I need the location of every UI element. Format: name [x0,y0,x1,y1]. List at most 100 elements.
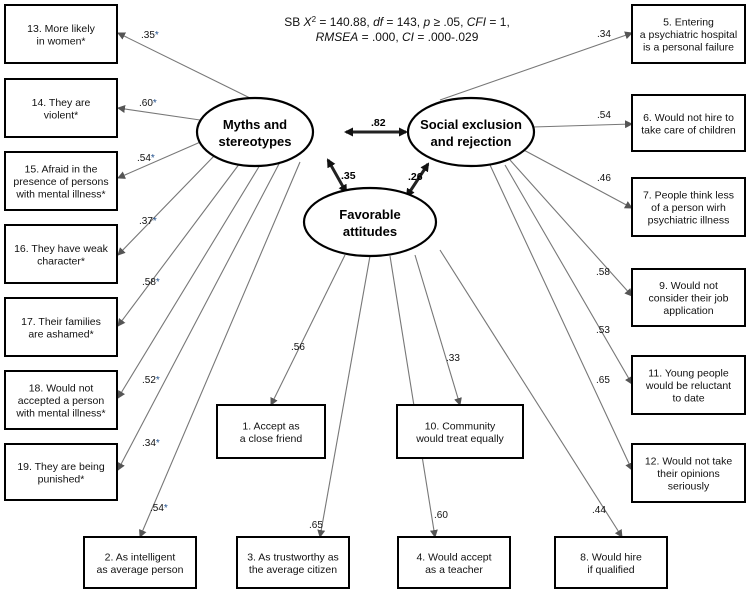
indicator-text-line: 5. Entering [663,17,714,29]
indicator-box [631,443,746,503]
indicator-text-line: 9. Would not [659,280,718,292]
indicator-text-line: 1. Accept as [242,420,299,432]
loading-value: .44 [592,505,606,516]
loading-arrow-item-12 [489,164,633,471]
indicator-text-line: with mental illness* [15,408,105,420]
loading-label-item-7: .46 [597,173,611,184]
indicator-box [397,536,511,589]
loading-label-item-13: .35* [141,30,159,41]
loading-arrow-item-1 [270,254,346,406]
loading-label-item-11: .53 [596,325,610,336]
loading-value: .34 [597,29,611,40]
indicator-box [631,177,746,237]
indicator-box [4,4,118,64]
factor-label: Myths and stereotypes [219,117,292,149]
indicator-box [4,297,118,357]
indicator-box [4,151,118,211]
indicator-text-line: character* [37,255,85,267]
indicator-text-line: would treat equally [415,433,504,445]
indicator-text-line: 3. As trustworthy as [247,551,339,563]
fit-text: CI [402,30,415,44]
indicator-text-line: 6. Would not hire to [643,112,734,124]
indicator-box [4,78,118,138]
indicator-text-line: in women* [36,35,85,47]
indicator-text-line: psychiatric illness [648,215,730,227]
indicator-box [4,224,118,284]
fit-text: 2 [312,15,317,24]
fit-text: = 1, [486,15,510,29]
correlation-label-social-favorable: .26 [408,171,423,183]
significance-star: * [155,30,159,41]
loading-value: .52 [142,375,156,386]
loading-arrow-item-14 [117,105,201,121]
significance-star: * [153,98,157,109]
factor-label-line: stereotypes [219,134,292,149]
indicator-text-line: a close friend [240,433,303,445]
indicator-text-line: with mental illness* [15,189,105,201]
significance-star: * [156,375,160,386]
indicator-text-line: 15. Afraid in the [25,164,98,176]
loading-value: .54 [137,153,151,164]
indicator-box [631,268,746,327]
factor-label-line: Myths and [223,117,287,132]
loading-value: .56 [291,342,305,353]
loading-value: .54 [150,503,164,514]
loading-value: .53 [596,325,610,336]
factor-label-line: Favorable [339,207,400,222]
indicator-text-line: 2. As intelligent [105,551,176,563]
loading-value: .65 [596,375,610,386]
indicator-text-line: of a person wirh [651,202,726,214]
loading-label-item-16: .37* [139,216,157,227]
correlation-label-myths-favorable: .35 [341,170,356,182]
significance-star: * [151,153,155,164]
fit-statistics-line-1: SB X2 = 140.88, df = 143, p ≥ .05, CFI =… [284,15,510,29]
indicator-text-line: the average citizen [249,564,337,576]
indicator-text-line: consider their job [649,293,729,305]
indicator-box [4,370,118,430]
correlation-arrow-myths-favorable [326,158,348,194]
significance-star: * [156,277,160,288]
loading-label-item-19: .34* [142,438,160,449]
indicator-text-line: 11. Young people [648,368,729,380]
loading-value: .46 [597,173,611,184]
loading-label-item-14: .60* [139,98,157,109]
loading-arrow-item-7 [519,147,633,209]
factor-ellipse [195,96,315,168]
indicator-text-line: is a personal failure [643,42,734,54]
loading-label-item-6: .54 [597,110,611,121]
loading-value: .58 [596,267,610,278]
factor-ellipse [406,96,536,168]
factor-correlations: .82 .35 .26 [326,117,430,198]
loading-paths: .35*.60*.54*.37*.58*.52*.34*.54*.34.54.4… [117,29,633,538]
indicator-text-line: application [663,305,713,317]
indicator-text-line: as a teacher [425,564,483,576]
loading-arrow-item-4 [389,255,438,538]
correlation-label-myths-social: .82 [371,117,386,129]
